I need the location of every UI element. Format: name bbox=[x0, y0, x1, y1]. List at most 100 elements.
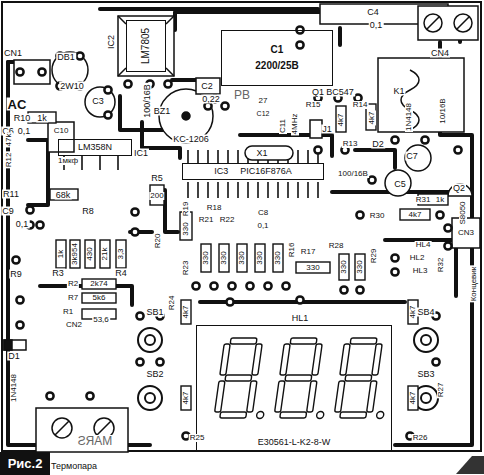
part-label: 1k bbox=[36, 114, 48, 123]
part-label: R30 bbox=[369, 212, 386, 220]
part-label: R2 bbox=[67, 280, 79, 288]
solder-pad bbox=[296, 41, 303, 48]
seven-segment-digit bbox=[220, 344, 230, 375]
part-label: 0,22 bbox=[201, 95, 221, 104]
thin-trace bbox=[99, 156, 101, 170]
part-label: CN2 bbox=[65, 321, 83, 329]
seven-segment-digit bbox=[280, 344, 290, 375]
part-label: R28 bbox=[328, 242, 345, 250]
seven-segment-digit bbox=[350, 338, 377, 344]
solder-pad bbox=[391, 268, 398, 275]
part-label: J1 bbox=[321, 125, 333, 134]
part-label: AC bbox=[7, 98, 28, 111]
part-label: D2 bbox=[371, 140, 385, 149]
rotated-part-label: 330 bbox=[274, 250, 282, 265]
thin-trace bbox=[237, 182, 239, 198]
resistor-body bbox=[339, 254, 349, 280]
part-label: C5 bbox=[393, 180, 407, 189]
thin-trace bbox=[297, 150, 299, 163]
capacitor-box: C12200/25B bbox=[221, 30, 333, 86]
part-label: 2k74 bbox=[89, 280, 108, 288]
thin-trace bbox=[207, 150, 209, 163]
thin-trace bbox=[227, 150, 229, 163]
part-label: X1 bbox=[255, 149, 268, 158]
part-label: BC547 bbox=[325, 88, 355, 97]
part-label: SB4 bbox=[416, 308, 435, 317]
solder-pad bbox=[314, 146, 321, 153]
resistor-body bbox=[355, 254, 365, 280]
component-outline bbox=[245, 146, 293, 160]
thin-trace bbox=[217, 182, 219, 198]
resistor-body bbox=[237, 244, 247, 272]
rotated-part-label: 10/16B bbox=[439, 97, 447, 124]
copper-trace bbox=[385, 240, 456, 296]
chip-outline: IC3PIC16F876A bbox=[182, 163, 324, 180]
resistor-body bbox=[116, 240, 126, 268]
resistor-body bbox=[408, 386, 418, 410]
copper-trace bbox=[8, 62, 150, 445]
part-label: D1 bbox=[7, 352, 21, 361]
rotated-part-label: 3k954 bbox=[71, 242, 79, 266]
solder-pad bbox=[444, 224, 451, 231]
seven-segment-digit bbox=[307, 381, 317, 412]
solder-pad bbox=[46, 392, 53, 399]
solder-pad bbox=[356, 286, 363, 293]
part-label: 68k bbox=[55, 191, 72, 200]
component-outline bbox=[310, 120, 322, 138]
resistor-body bbox=[181, 300, 191, 324]
rotated-part-label: 330 bbox=[256, 250, 264, 265]
solder-pad bbox=[86, 392, 93, 399]
corner-mark bbox=[456, 456, 484, 474]
part-label: 53,6 bbox=[92, 316, 110, 324]
resistor-body bbox=[28, 112, 56, 123]
seven-segment-digit bbox=[215, 381, 225, 412]
component-label: PIC16F876A bbox=[239, 167, 293, 176]
component-outline bbox=[378, 58, 464, 132]
rotated-part-label: 330 bbox=[340, 259, 348, 274]
seven-segment-digit bbox=[340, 412, 367, 418]
resistor-body bbox=[82, 293, 116, 303]
seven-segment-digit bbox=[280, 412, 307, 418]
push-button bbox=[421, 335, 431, 345]
thin-trace bbox=[307, 150, 309, 163]
part-label: R9 bbox=[9, 270, 23, 279]
rotated-part-label: 4k7 bbox=[409, 391, 417, 406]
part-label: 5k6 bbox=[92, 294, 107, 302]
thin-trace bbox=[297, 182, 299, 198]
thin-trace bbox=[277, 182, 279, 198]
part-label: KC-1206 bbox=[172, 135, 210, 144]
part-label: R5 bbox=[150, 174, 164, 183]
component-outline bbox=[182, 112, 190, 120]
seven-segment-digit bbox=[274, 338, 335, 419]
thin-trace bbox=[117, 156, 119, 170]
part-label: C7 bbox=[405, 152, 419, 161]
part-label: R10 bbox=[13, 114, 32, 123]
board-outline bbox=[2, 2, 481, 451]
regulator-body: LM7805 bbox=[126, 20, 166, 72]
seven-segment-digit bbox=[285, 375, 312, 381]
solder-pad bbox=[391, 136, 398, 143]
part-label: HL1 bbox=[291, 314, 310, 323]
part-label: R15 bbox=[305, 101, 322, 109]
rotated-part-label: 330 bbox=[356, 259, 364, 274]
thin-trace bbox=[317, 182, 319, 198]
component-label: LM7805 bbox=[141, 27, 151, 65]
solder-pad bbox=[368, 176, 375, 183]
rotated-part-label: 100/16B bbox=[143, 83, 152, 119]
push-button bbox=[145, 335, 155, 345]
rotated-part-label: 3,3 bbox=[117, 247, 125, 260]
copper-trace bbox=[355, 150, 395, 168]
solder-pad bbox=[226, 298, 233, 305]
copper-trace bbox=[338, 28, 342, 45]
solder-pad bbox=[164, 80, 171, 87]
thin-trace bbox=[197, 150, 199, 163]
thin-trace bbox=[267, 182, 269, 198]
resistor-body bbox=[408, 300, 418, 324]
seven-segment-digit bbox=[290, 338, 317, 344]
seven-segment-digit bbox=[214, 338, 275, 419]
solder-pad bbox=[432, 358, 439, 365]
resistor-body bbox=[296, 262, 330, 273]
resistor-body bbox=[56, 240, 66, 268]
component-outline bbox=[118, 16, 174, 76]
figure-caption: Рис.2 bbox=[0, 452, 50, 475]
